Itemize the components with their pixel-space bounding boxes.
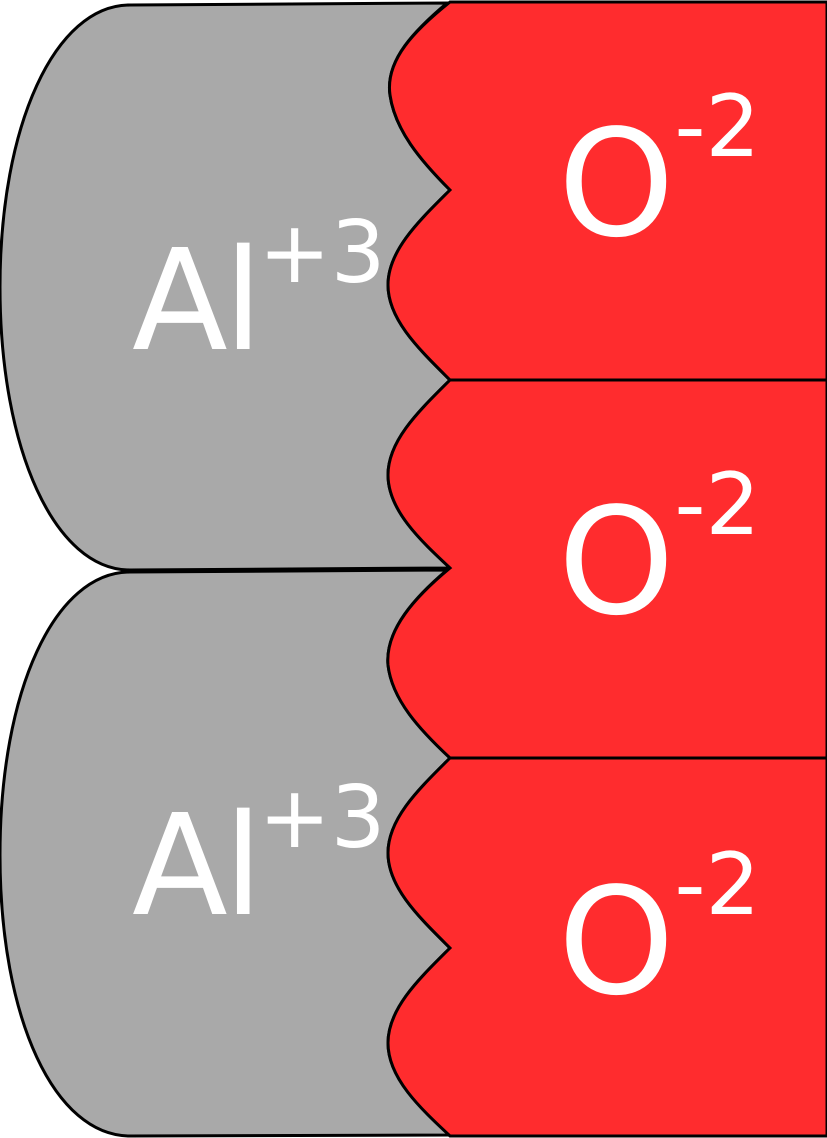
al-ion-label: Al+3: [132, 775, 385, 948]
o-piece-1: [386, 0, 827, 382]
ion-symbol: Al: [132, 785, 263, 948]
o-piece-2: [386, 378, 827, 760]
ion-symbol: Al: [132, 220, 263, 383]
ion-charge: -2: [674, 455, 761, 555]
ion-charge: -2: [674, 77, 761, 177]
o-piece-3: [386, 756, 827, 1138]
ion-charge: -2: [674, 835, 761, 935]
o-ion-label: O-2: [558, 84, 760, 270]
ion-symbol: O: [558, 476, 675, 648]
ion-symbol: O: [558, 856, 675, 1028]
o-ion-label: O-2: [558, 842, 760, 1028]
o-ion-label: O-2: [558, 462, 760, 648]
ion-charge: +3: [258, 203, 386, 303]
ion-charge: +3: [258, 768, 386, 868]
ion-symbol: O: [558, 98, 675, 270]
al-ion-label: Al+3: [132, 210, 385, 383]
